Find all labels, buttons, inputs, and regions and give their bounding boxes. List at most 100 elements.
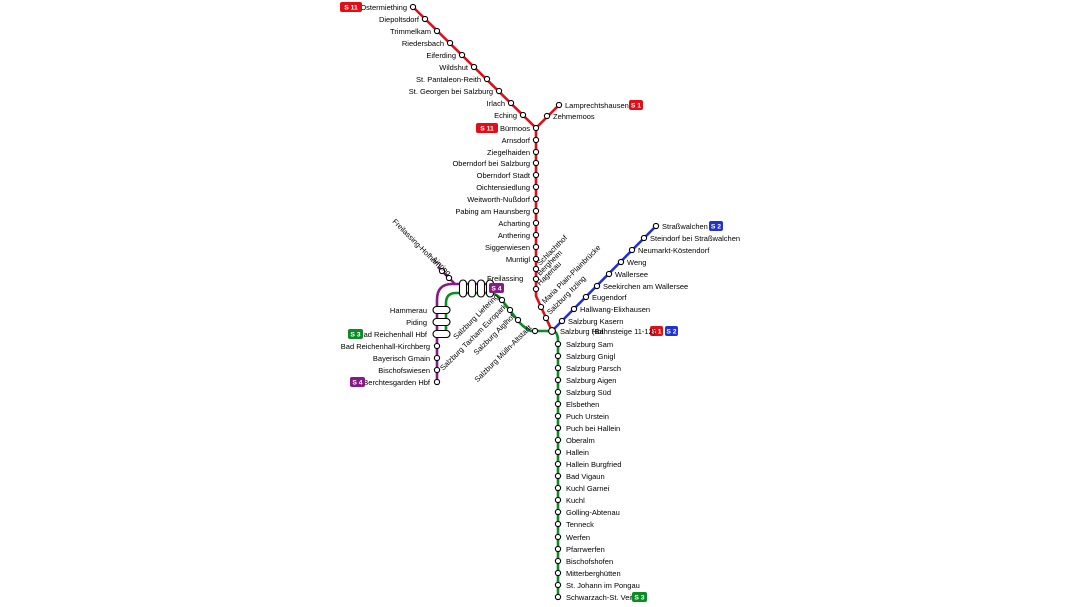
- station-elsbethen-marker: [554, 400, 562, 408]
- badge-s11-ostermiething-label: S 11: [344, 4, 358, 11]
- station-weitworth-nussdorf-label: Weitworth-Nußdorf: [467, 195, 531, 204]
- station-ziegelhaiden-marker: [532, 148, 540, 156]
- badge-s11-buermoos-label: S 11: [480, 125, 494, 132]
- station-seekirchen-am-wallersee-marker: [593, 282, 601, 290]
- station-freilassing-hofham-marker: [438, 267, 446, 275]
- badge-s2-strasswalchen-label: S 2: [711, 223, 721, 230]
- badge-s4-freilassing: [489, 283, 504, 293]
- station-st-pantaleon-reith-marker: [483, 75, 491, 83]
- station-oberndorf-stadt-label: Oberndorf Stadt: [477, 171, 531, 180]
- station-arnsdorf-marker: [532, 136, 540, 144]
- station-puch-urstein-label: Puch Urstein: [566, 412, 609, 421]
- station-siggerwiesen-label: Siggerwiesen: [485, 243, 530, 252]
- station-neumarkt-koestendorf-marker: [628, 246, 636, 254]
- station-wallersee-marker: [605, 270, 613, 278]
- station-siggerwiesen-marker: [532, 243, 540, 251]
- station-salzburg-taxham-europark-marker: [506, 306, 514, 314]
- station-zehmemoos-label: Zehmemoos: [553, 112, 595, 121]
- station-anthering-label: Anthering: [498, 231, 530, 240]
- station-puch-bei-hallein-marker: [554, 424, 562, 432]
- station-buermoos-label: Bürmoos: [500, 124, 530, 133]
- station-tenneck-label: Tenneck: [566, 520, 594, 529]
- station-hallein-marker: [554, 448, 562, 456]
- station-riedersbach-label: Riedersbach: [402, 39, 444, 48]
- station-salzburg-gnigl-marker: [554, 352, 562, 360]
- station-tenneck-marker: [554, 520, 562, 528]
- badge-s3-bad-reichenhall-label: S 3: [350, 331, 360, 338]
- station-acharting-marker: [532, 219, 540, 227]
- station-schwarzach-st-veit-label: Schwarzach-St. Veit: [566, 593, 634, 602]
- badge-s1-lamprechtshausen-label: S 1: [631, 102, 641, 109]
- line-s2-main: [551, 225, 657, 332]
- station-eiferding-marker: [458, 51, 466, 59]
- station-schlachthof-marker: [532, 265, 540, 273]
- station-anthering-marker: [532, 231, 540, 239]
- station-salzburg-kasern-label: Salzburg Kasern: [568, 317, 623, 326]
- station-lamprechtshausen-label: Lamprechtshausen: [565, 101, 629, 110]
- station-weng-label: Weng: [627, 258, 646, 267]
- station-salzburg-sued-label: Salzburg Süd: [566, 388, 611, 397]
- station-hagenau-marker: [532, 285, 540, 293]
- station-weng-marker: [617, 258, 625, 266]
- station-st-johann-im-pongau-label: St. Johann im Pongau: [566, 581, 640, 590]
- badge-s1-lamprechtshausen: [629, 100, 643, 110]
- station-salzburg-kasern-marker: [558, 317, 566, 325]
- badge-s1-salzburg-hbf: [650, 326, 663, 336]
- station-hallein-burgfried-marker: [554, 460, 562, 468]
- station-schwarzach-st-veit-marker: [554, 593, 562, 601]
- station-werfen-label: Werfen: [566, 533, 590, 542]
- station-piding-label: Piding: [406, 318, 427, 327]
- station-st-johann-im-pongau-marker: [554, 581, 562, 589]
- station-wildshut-label: Wildshut: [439, 63, 469, 72]
- line-s4-main: [435, 282, 493, 382]
- station-salzburg-sam-label: Salzburg Sam: [566, 340, 613, 349]
- station-oberalm-marker: [554, 436, 562, 444]
- station-ostermiething-marker: [409, 3, 417, 11]
- station-oberndorf-stadt-marker: [532, 171, 540, 179]
- station-riedersbach-marker: [446, 39, 454, 47]
- station-steindorf-bei-strasswalchen-label: Steindorf bei Straßwalchen: [650, 234, 740, 243]
- station-oichtensiedlung-marker: [532, 183, 540, 191]
- badge-s4-freilassing-label: S 4: [491, 285, 501, 292]
- station-steindorf-bei-strasswalchen-marker: [640, 234, 648, 242]
- station-salzburg-muelln-altstadt-marker: [531, 327, 539, 335]
- station-arnsdorf-label: Arnsdorf: [502, 136, 531, 145]
- station-freilassing-label: Freilassing: [487, 274, 523, 283]
- badge-s11-buermoos: [476, 123, 498, 133]
- station-ziegelhaiden-label: Ziegelhaiden: [487, 148, 530, 157]
- station-seekirchen-am-wallersee-label: Seekirchen am Wallersee: [603, 282, 688, 291]
- station-bad-vigaun-marker: [554, 472, 562, 480]
- bad-reichenhall-shared-section-rung-0: [432, 305, 451, 315]
- bad-reichenhall-shared-section-rung-1: [432, 317, 451, 327]
- station-pfarrwerfen-label: Pfarrwerfen: [566, 545, 605, 554]
- bad-reichenhall-shared-section-rung-2: [432, 329, 451, 339]
- hbf-platform-note: (Bahnsteige 11-12): [592, 327, 656, 336]
- station-kuchl-garnei-label: Kuchl Garnei: [566, 484, 610, 493]
- station-kuchl-marker: [554, 496, 562, 504]
- station-strasswalchen-marker: [652, 222, 660, 230]
- station-salzburg-aigen-label: Salzburg Aigen: [566, 376, 616, 385]
- badge-s2-strasswalchen: [709, 221, 723, 231]
- station-berchtesgarden-hbf-label: Berchtesgarden Hbf: [363, 378, 431, 387]
- station-pabing-am-haunsberg-label: Pabing am Haunsberg: [455, 207, 530, 216]
- station-maria-plain-plainbruecke-marker: [537, 303, 545, 311]
- station-bad-reichenhall-hbf-label: Bad Reichenhall Hbf: [359, 330, 428, 339]
- station-trimmelkam-label: Trimmelkam: [390, 27, 431, 36]
- station-salzburg-parsch-label: Salzburg Parsch: [566, 364, 621, 373]
- station-salzburg-hbf-marker: [548, 327, 556, 335]
- station-salzburg-aiglhof-marker: [514, 316, 522, 324]
- station-salzburg-liefering-marker: [498, 296, 506, 304]
- station-salzburg-gnigl-label: Salzburg Gnigl: [566, 352, 616, 361]
- station-oberalm-label: Oberalm: [566, 436, 595, 445]
- station-hallein-burgfried-label: Hallein Burgfried: [566, 460, 621, 469]
- station-golling-abtenau-label: Golling-Abtenau: [566, 508, 620, 517]
- station-salzburg-hbf-label: Salzburg Hbf: [560, 327, 604, 336]
- station-weitworth-nussdorf-marker: [532, 195, 540, 203]
- freilassing-shared-section-rung-0: [458, 279, 468, 298]
- station-diepoltsdorf-label: Diepoltsdorf: [379, 15, 420, 24]
- station-salzburg-itzling-marker: [542, 314, 550, 322]
- station-mitterberghuetten-marker: [554, 569, 562, 577]
- station-lamprechtshausen-marker: [555, 101, 563, 109]
